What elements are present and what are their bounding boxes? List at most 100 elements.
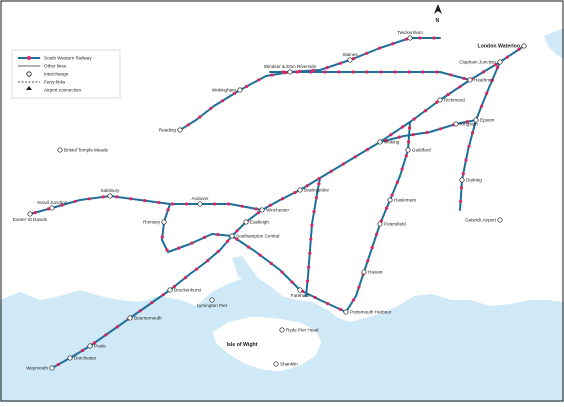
station-marker-petersfield — [377, 221, 383, 227]
station-marker-epsom — [473, 117, 479, 123]
station-stop-marker — [247, 245, 251, 249]
station-marker-haslemere — [387, 197, 393, 203]
legend-swatch-swr-stop — [27, 56, 31, 60]
station-stop-marker — [305, 184, 309, 188]
station-label-reading: Reading — [159, 128, 177, 133]
station-stop-marker — [33, 211, 37, 215]
station-stop-marker — [129, 197, 133, 201]
station-marker-yeovil — [49, 205, 55, 211]
station-stop-marker — [269, 261, 273, 266]
station-stop-marker — [104, 333, 108, 337]
station-label-yeovil: Yeovil Junction — [37, 200, 68, 205]
station-label-shanklin: Shanklin — [280, 362, 298, 367]
station-stop-marker — [92, 341, 96, 345]
station-stop-marker — [496, 65, 500, 70]
compass: N — [434, 4, 442, 24]
station-stop-marker — [166, 208, 170, 212]
station-stop-marker — [220, 99, 225, 103]
station-stop-marker — [185, 202, 189, 206]
station-label-portsmouth: Portsmouth Harbour — [350, 310, 392, 315]
station-stop-marker — [425, 130, 429, 135]
station-stop-marker — [357, 285, 361, 289]
line-windsor-branch — [269, 71, 471, 81]
station-stop-marker — [389, 133, 393, 137]
legend: South Western Railway Other lines Interc… — [11, 49, 121, 99]
station-label-epsom: Epsom — [480, 118, 494, 123]
station-stop-marker — [366, 259, 370, 263]
station-stop-marker — [418, 36, 422, 40]
station-stop-marker — [47, 207, 51, 211]
line-epsom-dorking — [459, 61, 501, 211]
station-label-richmond: Richmond — [444, 98, 465, 103]
station-label-kingston: Kingston — [460, 122, 478, 127]
station-label-eastleigh: Eastleigh — [250, 220, 269, 225]
station-stop-marker — [257, 78, 261, 82]
station-stop-marker — [365, 51, 369, 55]
station-stop-marker — [216, 249, 220, 254]
station-marker-exeter — [27, 211, 33, 217]
station-stop-marker — [183, 276, 187, 280]
station-stop-marker — [280, 197, 285, 201]
station-stop-marker — [245, 84, 249, 89]
station-label-dorking: Dorking — [466, 178, 482, 183]
sea-southampton-water — [232, 256, 258, 282]
station-stop-marker — [298, 69, 302, 73]
station-stop-marker — [341, 162, 345, 166]
station-marker-poole — [87, 343, 93, 349]
station-label-exeter: Exeter St Davids — [13, 217, 48, 222]
station-stop-marker — [284, 71, 288, 75]
station-label-lymington: Lymington Pier — [197, 303, 228, 308]
station-stop-marker — [309, 237, 313, 241]
station-label-wokingham: Wokingham — [212, 88, 236, 93]
station-stop-marker — [404, 154, 408, 158]
station-stop-marker — [150, 301, 154, 305]
station-stop-marker — [160, 235, 164, 239]
station-stop-marker — [370, 245, 374, 250]
station-stop-marker — [268, 203, 272, 207]
station-stop-marker — [379, 70, 383, 74]
station-marker-brockenhurst — [167, 287, 173, 293]
legend-label-ferry: Ferry links — [44, 80, 66, 85]
line-fareham-portsmouth — [231, 235, 347, 313]
station-stop-marker — [412, 117, 416, 121]
station-stop-marker — [281, 70, 285, 74]
station-stop-marker — [329, 169, 333, 173]
station-stop-marker — [517, 47, 521, 51]
station-marker-windsor — [287, 69, 293, 75]
station-stop-marker — [87, 197, 91, 201]
line-west-of-england — [29, 195, 263, 215]
station-marker-basingstoke — [297, 187, 303, 193]
station-stop-marker — [326, 302, 330, 306]
station-stop-marker — [186, 123, 190, 127]
station-stop-marker — [449, 73, 453, 77]
station-label-staines: Staines — [342, 52, 358, 57]
station-stop-marker — [213, 202, 217, 206]
compass-north-label: N — [436, 18, 440, 24]
station-label-gatwick: Gatwick Airport — [465, 218, 497, 223]
station-stop-marker — [385, 206, 389, 210]
station-stop-marker — [317, 182, 321, 186]
station-label-brockenhurst: Brockenhurst — [174, 288, 202, 293]
station-stop-marker — [161, 293, 165, 297]
station-marker-london-waterloo — [521, 43, 527, 49]
station-stop-marker — [395, 180, 399, 184]
station-label-bristol: Bristol Temple Meads — [64, 148, 109, 153]
station-marker-woking — [377, 139, 383, 145]
legend-label-interchange: Interchange — [44, 72, 69, 77]
station-marker-romsey — [161, 219, 167, 225]
station-stop-marker — [295, 70, 299, 74]
compass-arrow-icon — [434, 4, 442, 14]
station-stop-marker — [338, 61, 343, 65]
station-stop-marker — [435, 100, 439, 104]
station-stop-marker — [312, 68, 316, 72]
station-stop-marker — [206, 259, 210, 263]
station-marker-bournemouth — [127, 315, 133, 321]
station-stop-marker — [459, 199, 463, 204]
line-reading-branch — [179, 37, 441, 131]
station-stop-marker — [408, 126, 412, 130]
station-stop-marker — [190, 241, 194, 245]
station-stop-marker — [505, 55, 509, 59]
station-stop-marker — [407, 140, 411, 144]
station-stop-marker — [390, 193, 394, 197]
station-markers — [27, 35, 527, 371]
